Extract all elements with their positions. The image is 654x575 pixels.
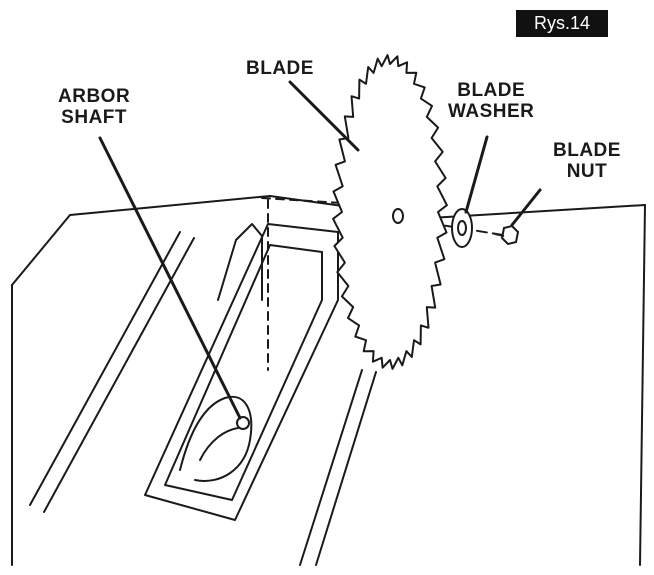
table-side-edge bbox=[639, 204, 646, 566]
alignment-dash bbox=[261, 197, 359, 205]
table-top-edge bbox=[11, 195, 646, 286]
arbor-shaft-end bbox=[236, 416, 250, 430]
leader-arbor-shaft bbox=[98, 136, 242, 420]
blade-nut bbox=[494, 224, 520, 246]
miter-slot-right bbox=[299, 369, 377, 566]
riving-knife bbox=[217, 223, 263, 301]
arbor-gear bbox=[199, 427, 239, 461]
throat-plate bbox=[144, 223, 339, 521]
leader-blade bbox=[288, 80, 360, 152]
leader-blade-washer bbox=[464, 135, 489, 214]
label-blade-nut: BLADE NUT bbox=[553, 140, 621, 182]
blade-washer bbox=[451, 208, 473, 248]
blade-arbor-hole bbox=[392, 208, 404, 224]
figure-number-badge: Rys.14 bbox=[516, 10, 608, 37]
label-blade-washer: BLADE WASHER bbox=[448, 80, 535, 122]
leader-blade-nut bbox=[510, 188, 542, 227]
saw-blade bbox=[332, 54, 448, 370]
miter-slot-left bbox=[29, 231, 195, 513]
throat-plate-inner bbox=[164, 244, 323, 501]
label-blade: BLADE bbox=[246, 58, 314, 79]
motor-housing bbox=[179, 395, 253, 482]
saw-blade-teeth bbox=[332, 54, 448, 370]
label-arbor-shaft: ARBOR SHAFT bbox=[58, 86, 131, 128]
